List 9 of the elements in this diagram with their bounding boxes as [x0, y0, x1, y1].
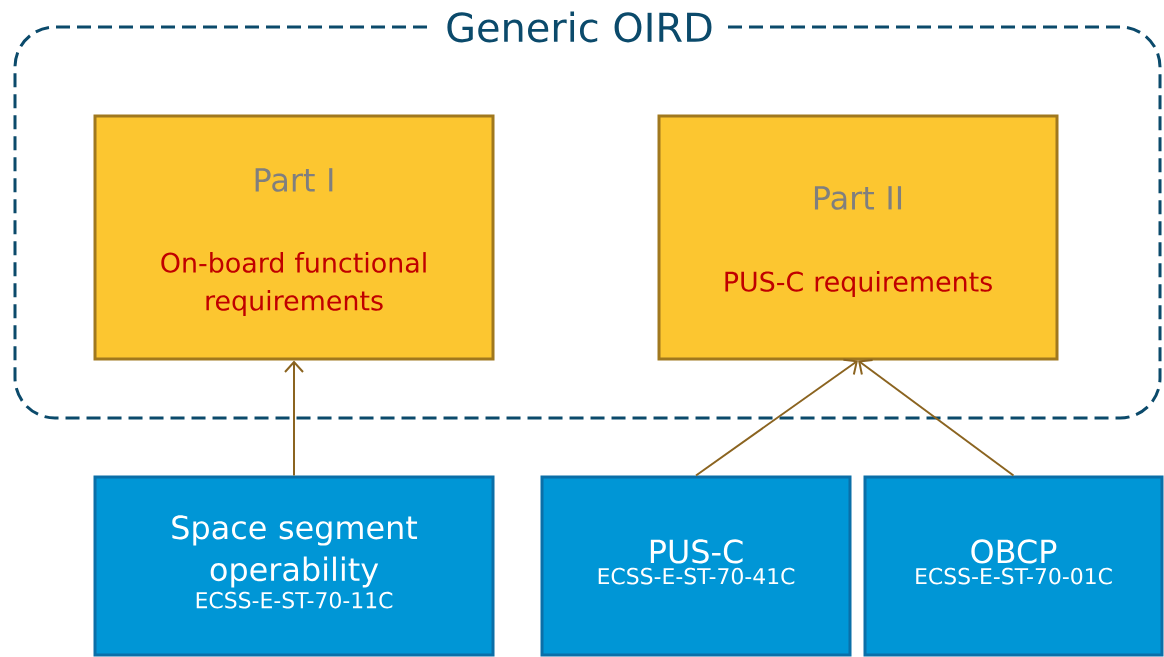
requirements-box: Part I On-board functional requirements — [93, 114, 495, 361]
arrow — [695, 358, 858, 477]
standard-box: Space segment operability ECSS-E-ST-70-11C — [93, 475, 495, 657]
arrow — [284, 360, 304, 477]
standard-box: PUS-C ECSS-E-ST-70-41C — [540, 475, 852, 657]
standard-box: OBCP ECSS-E-ST-70-01C — [863, 475, 1164, 657]
arrow — [858, 359, 1015, 477]
group-title: Generic OIRD — [433, 9, 726, 45]
requirements-box: Part II PUS-C requirements — [657, 114, 1059, 361]
